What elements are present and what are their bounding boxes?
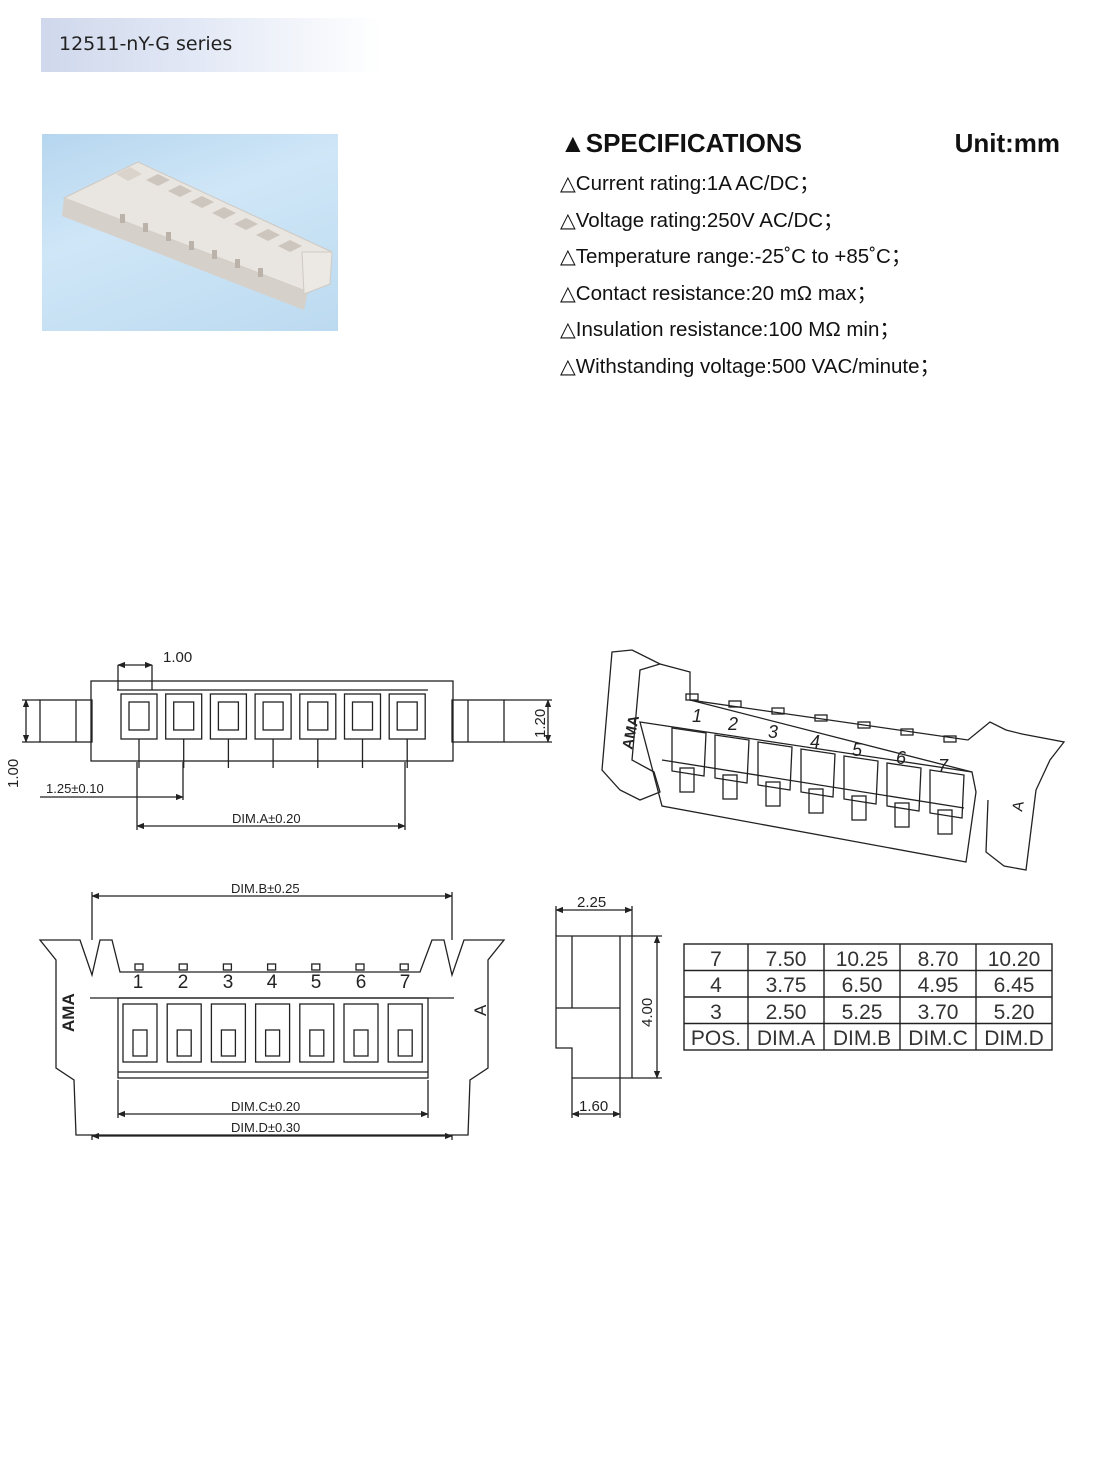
spec-list: △Current rating:1A AC/DC； △Voltage ratin… [560, 166, 1070, 386]
front-contact-slot [122, 963, 158, 1063]
iso-pin-1: 1 [692, 706, 702, 726]
front-pin-7: 7 [400, 972, 411, 993]
front-contact-slot [387, 963, 423, 1063]
front-pin-5: 5 [311, 972, 322, 993]
table-header-cell: POS. [691, 1027, 741, 1050]
product-photo [42, 134, 338, 331]
spec-insulation-resistance: △Insulation resistance:100 MΩ min； [560, 318, 900, 342]
iso-pin-4: 4 [810, 732, 820, 752]
front-contact-slot [299, 963, 335, 1063]
dimension-table: 7 7.50 10.25 8.70 10.20 4 3.75 6.50 4.95… [683, 943, 1053, 1051]
series-title: 12511-nY-G series [41, 18, 381, 72]
iso-pin-mark: A [1009, 800, 1027, 813]
table-cell: 3.75 [766, 974, 807, 997]
iso-pin-7: 7 [938, 756, 949, 776]
iso-contact-slot [671, 693, 707, 793]
side-width-top: 2.25 [577, 894, 606, 911]
iso-contact-slot [757, 707, 793, 807]
table-cell: 10.20 [988, 948, 1041, 971]
top-view [22, 661, 552, 830]
table-cell: 8.70 [918, 948, 959, 971]
iso-pin-5: 5 [852, 740, 863, 760]
top-contact-slot [209, 693, 248, 768]
top-contact-slot [254, 693, 292, 768]
front-contact-slot [254, 963, 291, 1063]
dim-a-label: DIM.A±0.20 [232, 811, 301, 826]
front-pin-2: 2 [178, 972, 189, 993]
table-cell: 7.50 [766, 948, 807, 971]
table-cell: 2.50 [766, 1001, 807, 1024]
left-height-dimension: 1.00 [5, 759, 22, 788]
front-pin-mark: A [471, 1004, 490, 1016]
table-header-cell: DIM.C [908, 1027, 968, 1050]
technical-drawing: 1.00 1.20 1.00 1.25±0.10 DIM.A±0.20 DIM.… [5, 649, 1066, 1140]
side-height: 4.00 [639, 998, 656, 1027]
front-view [38, 892, 506, 1140]
iso-pin-2: 2 [727, 714, 738, 734]
front-contact-slot [343, 963, 379, 1063]
top-contact-slot [165, 693, 203, 768]
iso-brand-mark: AMA [619, 714, 643, 751]
front-pin-4: 4 [267, 972, 278, 993]
top-contact-slot [343, 693, 382, 768]
table-cell: 4 [710, 974, 722, 997]
iso-contact-slot [714, 700, 750, 800]
dim-b-label: DIM.B±0.25 [231, 881, 300, 896]
table-header-cell: DIM.D [984, 1027, 1044, 1050]
table-cell: 7 [710, 948, 722, 971]
table-cell: 6.50 [842, 974, 883, 997]
unit-label: Unit:mm [954, 128, 1060, 158]
spec-contact-resistance: △Contact resistance:20 mΩ max； [560, 281, 878, 305]
front-contact-slot [166, 963, 202, 1063]
iso-pin-6: 6 [896, 748, 907, 768]
pitch-dimension: 1.00 [163, 649, 192, 666]
height-dimension: 1.20 [532, 709, 549, 738]
front-pin-3: 3 [223, 972, 234, 993]
front-pin-6: 6 [356, 972, 367, 993]
front-contact-slot [210, 963, 247, 1063]
top-contact-slot [388, 693, 426, 768]
dim-c-label: DIM.C±0.20 [231, 1099, 300, 1114]
table-cell: 10.25 [836, 948, 889, 971]
table-cell: 3.70 [918, 1001, 959, 1024]
side-width-bottom: 1.60 [579, 1098, 608, 1115]
specifications-panel: ▲SPECIFICATIONS Unit:mm △Current rating:… [560, 124, 1070, 386]
spec-current-rating: △Current rating:1A AC/DC； [560, 172, 820, 195]
table-cell: 3 [710, 1001, 722, 1024]
top-contact-slot [120, 693, 158, 768]
dim-d-label: DIM.D±0.30 [231, 1120, 300, 1135]
iso-pin-3: 3 [768, 722, 778, 742]
table-cell: 4.95 [918, 974, 959, 997]
table-header-cell: DIM.A [757, 1027, 815, 1050]
iso-view [601, 649, 1066, 871]
table-cell: 6.45 [994, 974, 1035, 997]
table-cell: 5.20 [994, 1001, 1035, 1024]
iso-contact-slot [843, 721, 879, 821]
side-view [555, 906, 662, 1118]
specifications-title: ▲SPECIFICATIONS [560, 128, 802, 158]
iso-contact-slot [929, 735, 965, 835]
spec-voltage-rating: △Voltage rating:250V AC/DC； [560, 208, 844, 232]
spec-temperature-range: △Temperature range:-25˚C to +85˚C； [560, 245, 912, 269]
front-brand-mark: AMA [59, 993, 78, 1032]
spec-withstanding-voltage: △Withstanding voltage:500 VAC/minute； [560, 354, 941, 378]
table-header-cell: DIM.B [833, 1027, 891, 1050]
front-pin-1: 1 [133, 972, 144, 993]
top-contact-slot [299, 693, 337, 768]
iso-contact-slot [800, 714, 836, 814]
table-cell: 5.25 [842, 1001, 883, 1024]
iso-contact-slot [886, 728, 922, 828]
offset-dimension: 1.25±0.10 [46, 781, 104, 796]
